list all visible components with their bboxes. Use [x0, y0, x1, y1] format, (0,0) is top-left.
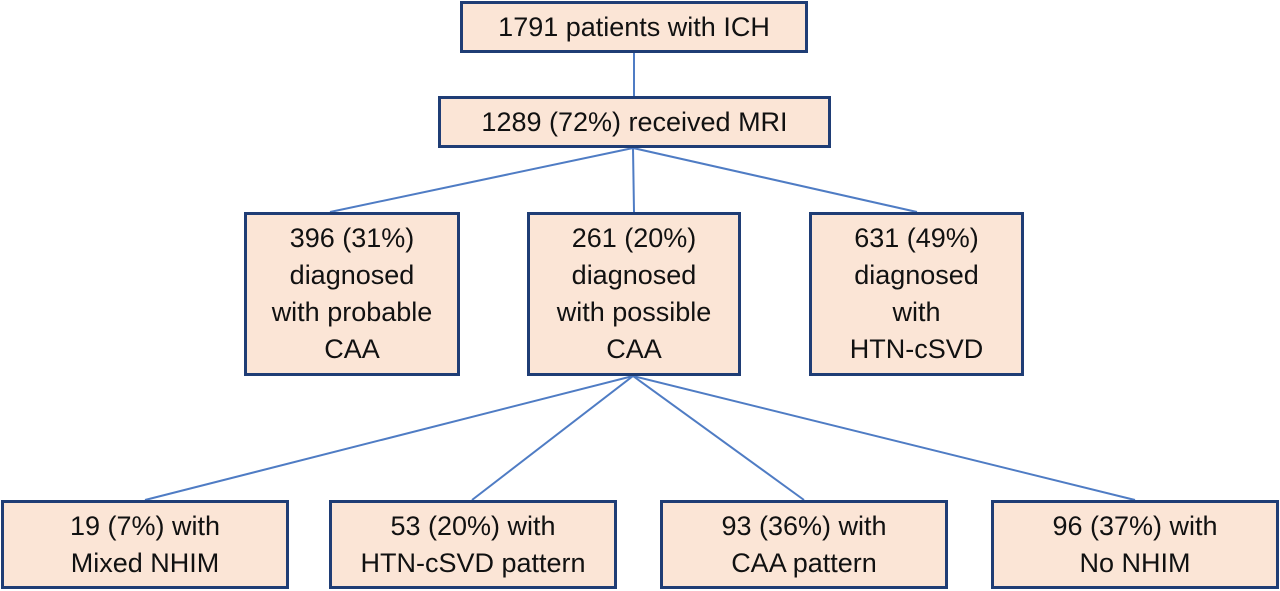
probable-caa-box: 396 (31%) diagnosed with probable CAA — [244, 212, 460, 376]
root-box-ich-patients: 1791 patients with ICH — [460, 1, 808, 53]
mixed-nhim-box: 19 (7%) with Mixed NHIM — [1, 500, 289, 589]
htn-csvd-box: 631 (49%) diagnosed with HTN-cSVD — [809, 212, 1024, 376]
connector-possible-to-htn-pattern — [471, 375, 634, 501]
connector-mri-to-possible — [632, 147, 635, 213]
connector-mri-to-htn — [632, 147, 918, 213]
connector-possible-to-mixed — [144, 375, 634, 501]
mri-box: 1289 (72%) received MRI — [438, 96, 831, 148]
connector-possible-to-no-nhim — [632, 375, 1136, 501]
connector-possible-to-caa-pattern — [632, 375, 805, 501]
htn-csvd-pattern-box: 53 (20%) with HTN-cSVD pattern — [329, 500, 617, 589]
possible-caa-box: 261 (20%) diagnosed with possible CAA — [527, 212, 741, 376]
caa-pattern-box: 93 (36%) with CAA pattern — [660, 500, 948, 589]
no-nhim-box: 96 (37%) with No NHIM — [991, 500, 1279, 589]
connector-mri-to-probable — [329, 147, 634, 213]
